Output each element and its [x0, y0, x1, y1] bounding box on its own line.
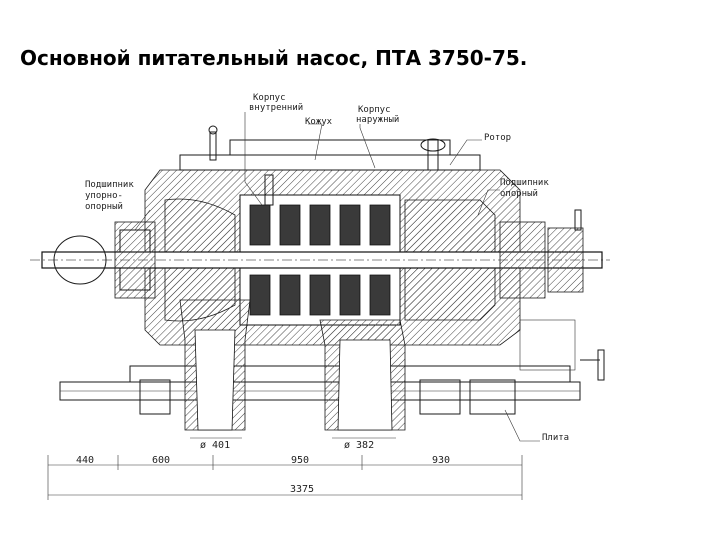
label-outer-casing-1: Корпус: [358, 105, 391, 115]
label-journal-bearing-1: Подшипник: [500, 178, 549, 188]
support-feet: [139, 319, 605, 415]
leader-lines: [134, 112, 540, 442]
label-thrust-bearing-1: Подшипник: [85, 180, 134, 190]
label-baseplate: Плита: [542, 433, 569, 443]
dim-segment-2: 600: [152, 455, 170, 466]
baseplate: [59, 365, 581, 401]
thrust-bearing: [114, 221, 156, 299]
part-labels: Корпус внутренний Корпус наружный Кожух …: [85, 93, 569, 443]
dimension-chain: 440 600 950 930 3375: [47, 455, 523, 500]
dim-segment-3: 950: [291, 455, 309, 466]
label-journal-bearing-2: опорный: [500, 189, 538, 199]
label-inner-casing-2: внутренний: [249, 103, 303, 113]
label-outer-casing-2: наружный: [356, 115, 399, 125]
label-shroud: Кожух: [305, 117, 333, 127]
suction-nozzle: [179, 299, 251, 431]
dim-suction-diameter: ø 401: [200, 440, 230, 451]
dim-discharge-diameter: ø 382: [344, 440, 374, 451]
label-rotor: Ротор: [484, 133, 511, 143]
diameter-callouts: ø 401 ø 382: [190, 437, 396, 451]
label-thrust-bearing-3: опорный: [85, 202, 123, 212]
dim-segment-4: 930: [432, 455, 450, 466]
top-fittings: [208, 125, 582, 231]
journal-bearing: [499, 221, 584, 299]
discharge-nozzle: [319, 319, 406, 431]
dim-total-length: 3375: [290, 484, 314, 495]
dim-segment-1: 440: [76, 455, 94, 466]
label-inner-casing-1: Корпус: [253, 93, 286, 103]
label-thrust-bearing-2: упорно-: [85, 191, 123, 201]
slide-title: Основной питательный насос, ПТА 3750-75.: [20, 46, 528, 70]
